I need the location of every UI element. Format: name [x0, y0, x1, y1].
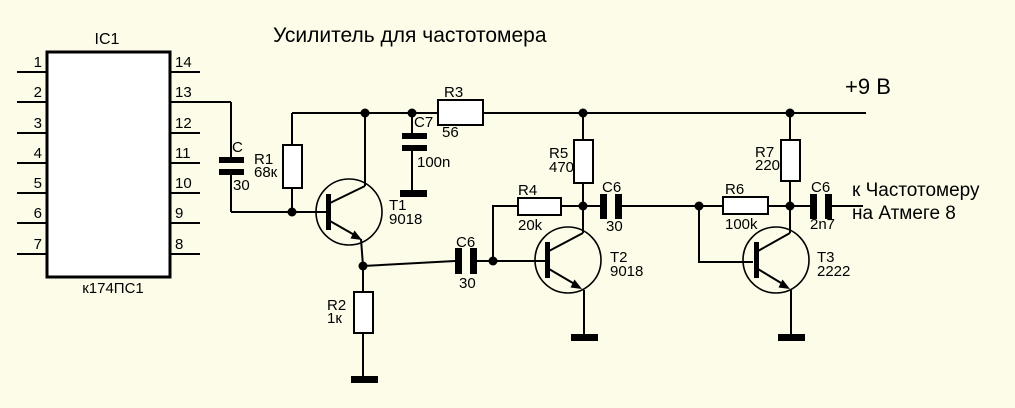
r7-ref: R7	[755, 144, 774, 161]
resistor-r7: R7 220	[755, 139, 801, 182]
resistor-r6: R6 100k	[722, 181, 769, 233]
ic1-right-pins: 14 13 12 11 10 9 8	[170, 54, 200, 255]
r6-ref: R6	[725, 181, 744, 198]
capacitor-c6-stage2: C6 30	[600, 179, 623, 235]
pin-number: 10	[175, 175, 192, 192]
r6-value: 100k	[725, 216, 758, 233]
ic1: IC1 к174ПС1 1 2 3 4 5 6 7 14 13	[17, 31, 200, 297]
ground-t3	[778, 334, 805, 341]
r5-value: 470	[549, 159, 574, 176]
pin-number: 1	[34, 54, 42, 71]
c6-stage1-ref: C6	[456, 234, 475, 251]
resistor-r4: R4 20k	[517, 182, 562, 234]
r2-value: 1к	[327, 310, 342, 327]
c6-stage1-value: 30	[459, 275, 476, 292]
c-input-ref: C	[232, 139, 243, 156]
capacitor-c7: C7 100n	[402, 114, 450, 171]
r5-ref: R5	[549, 145, 568, 162]
r1-value: 68к	[254, 164, 278, 181]
r3-value: 56	[442, 124, 459, 141]
t3-ref: T3	[817, 249, 835, 266]
c6-output-ref: C6	[811, 179, 830, 196]
ic1-body	[45, 50, 172, 279]
r4-value: 20k	[518, 217, 543, 234]
ground-r2	[351, 376, 378, 383]
resistor-r2: R2 1к	[327, 291, 374, 334]
ic1-part-number: к174ПС1	[82, 280, 144, 297]
ground-c7	[400, 190, 427, 197]
capacitor-c6-stage1: C6 30	[455, 234, 477, 292]
output-label-line1: к Частотомеру	[852, 180, 980, 201]
schematic-title: Усилитель для частотомера	[273, 24, 547, 47]
t1-value: 9018	[389, 211, 422, 228]
pin-number: 13	[175, 84, 192, 101]
t2-value: 9018	[610, 263, 643, 280]
resistor-r1: R1 68к	[254, 144, 303, 189]
pin-number: 4	[34, 145, 42, 162]
r3-ref: R3	[444, 84, 463, 101]
r1-ref: R1	[254, 151, 273, 168]
pin-number: 7	[34, 236, 42, 253]
c-input-value: 30	[233, 177, 250, 194]
r4-ref: R4	[518, 182, 537, 199]
pin-number: 5	[34, 175, 42, 192]
t1-ref: T1	[389, 197, 407, 214]
c6-stage2-ref: C6	[602, 179, 621, 196]
junction-dots	[287, 108, 795, 271]
pin-number: 6	[34, 205, 42, 222]
t2-ref: T2	[610, 249, 628, 266]
t3-value: 2222	[817, 263, 850, 280]
output-label-line2: на Атмеге 8	[852, 203, 956, 224]
pin-number: 9	[175, 205, 183, 222]
pin-number: 12	[175, 115, 192, 132]
r2-ref: R2	[327, 297, 346, 314]
transistor-t3: T3 2222	[742, 226, 850, 294]
ground-t2	[571, 334, 598, 341]
pin-number: 14	[175, 54, 192, 71]
c6-output-value: 2n7	[810, 216, 835, 233]
ground-symbols	[351, 190, 805, 383]
transistor-t2: T2 9018	[534, 226, 643, 294]
c7-value: 100n	[417, 154, 450, 171]
ic1-left-pins: 1 2 3 4 5 6 7	[17, 54, 47, 255]
capacitor-c-input: C 30	[219, 139, 250, 194]
wires	[170, 101, 866, 376]
power-rail-label: +9 В	[845, 74, 891, 99]
ic1-designator: IC1	[95, 31, 120, 48]
c6-stage2-value: 30	[606, 218, 623, 235]
pin-number: 2	[34, 84, 42, 101]
resistor-r3: R3 56	[437, 84, 484, 141]
r7-value: 220	[755, 157, 780, 174]
resistor-r5: R5 470	[549, 139, 594, 184]
pin-number: 8	[175, 236, 183, 253]
pin-number: 11	[175, 145, 191, 162]
c7-ref: C7	[414, 114, 433, 131]
transistor-t1: T1 9018	[315, 178, 422, 246]
capacitor-c6-output: C6 2n7	[810, 179, 835, 233]
pin-number: 3	[34, 115, 42, 132]
